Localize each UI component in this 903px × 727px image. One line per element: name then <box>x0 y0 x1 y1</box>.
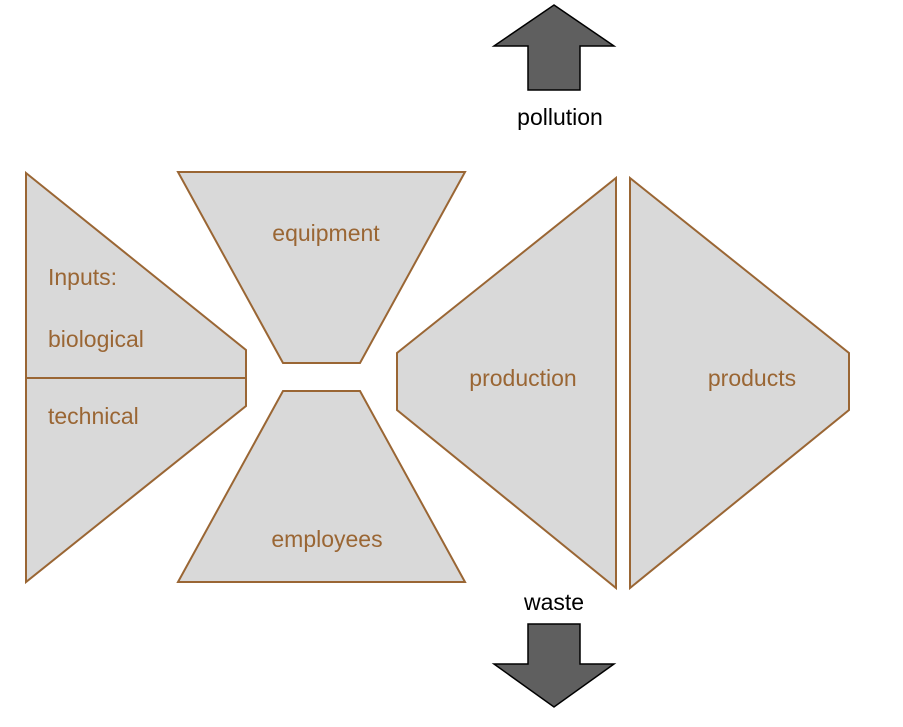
equipment-label: equipment <box>272 220 380 246</box>
inputs-shape: Inputs: biological technical <box>25 170 247 585</box>
inputs-title: Inputs: <box>48 264 117 290</box>
products-shape: products <box>629 175 850 591</box>
production-label: production <box>469 365 576 391</box>
equipment-polygon <box>176 171 467 364</box>
products-polygon <box>629 175 850 591</box>
down-arrow-icon <box>491 623 617 708</box>
equipment-shape: equipment <box>176 171 467 364</box>
employees-polygon <box>176 390 467 583</box>
inputs-technical-label: technical <box>48 403 139 429</box>
waste-label: waste <box>523 589 584 615</box>
production-polygon <box>396 175 617 591</box>
products-label: products <box>708 365 796 391</box>
inputs-biological-label: biological <box>48 326 144 352</box>
employees-label: employees <box>271 526 382 552</box>
employees-shape: employees <box>176 390 467 583</box>
production-shape: production <box>396 175 617 591</box>
up-arrow-icon <box>491 4 617 91</box>
waste-output: waste <box>491 589 617 708</box>
pollution-output: pollution <box>491 4 617 130</box>
pollution-label: pollution <box>517 104 603 130</box>
